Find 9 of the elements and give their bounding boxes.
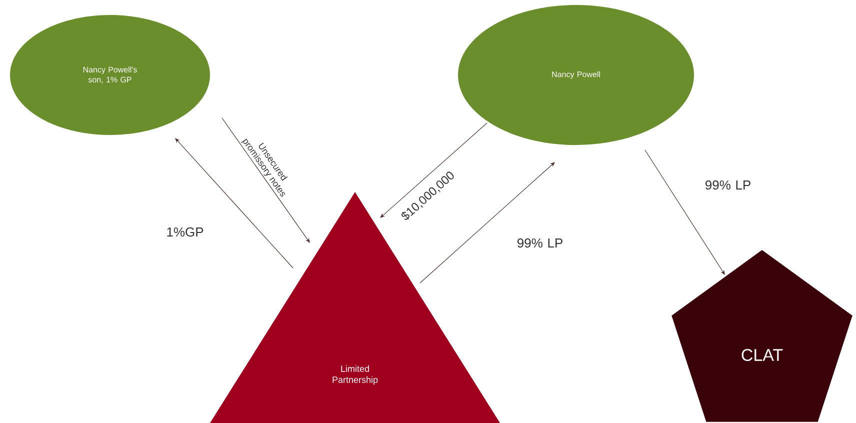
arrow bbox=[380, 122, 488, 218]
arrow bbox=[420, 162, 555, 284]
arrow bbox=[644, 150, 725, 275]
arrow bbox=[175, 138, 294, 268]
edge-label: 99% LP bbox=[518, 238, 562, 248]
pentagon: CLAT bbox=[672, 250, 852, 422]
edge-label: 1%GP bbox=[167, 227, 204, 237]
arrow bbox=[222, 118, 310, 243]
edge-label: 99% LP bbox=[706, 180, 750, 190]
